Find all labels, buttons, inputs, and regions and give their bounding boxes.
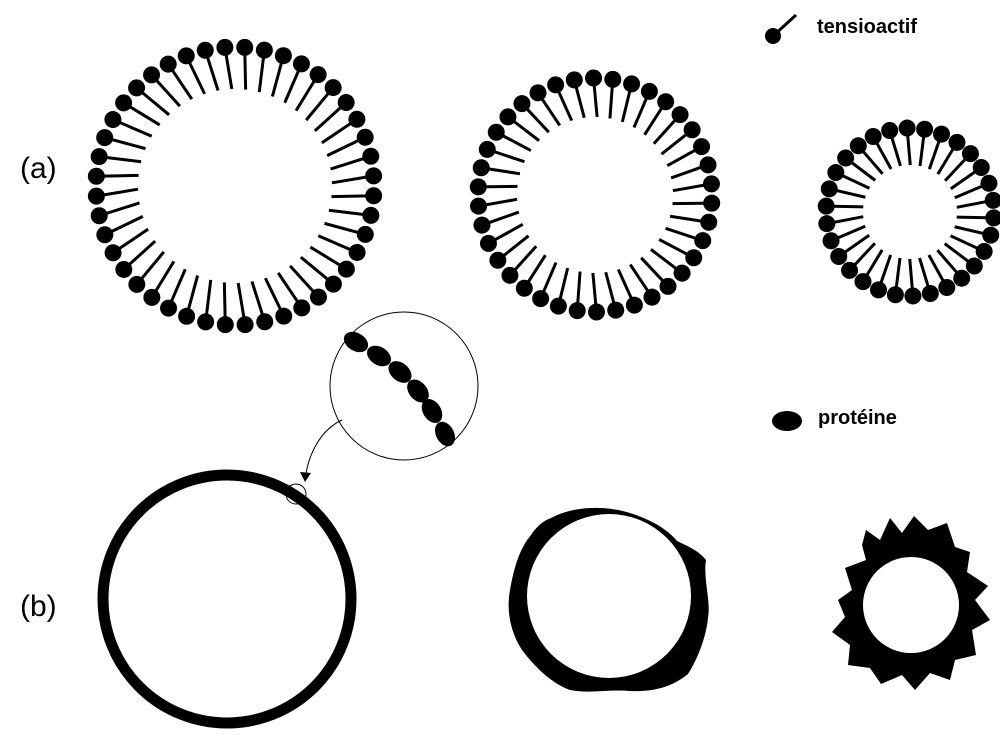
surfactant-molecule (329, 207, 379, 224)
protein-legend-label: protéine (818, 407, 897, 430)
surfactant-molecule (841, 243, 875, 279)
surfactant-molecule (331, 187, 382, 204)
surfactant-molecule (197, 280, 214, 330)
legend (765, 15, 802, 431)
surfactant-molecule (332, 167, 382, 184)
surfactant-molecule (585, 70, 602, 118)
surfactant-molecule (217, 282, 234, 333)
surfactant-molecule (178, 276, 198, 325)
surfactant-molecule (670, 214, 717, 231)
surfactant-molecule (96, 129, 145, 149)
row-b-label: (b) (20, 590, 57, 624)
surfactant-bubbles-row (88, 39, 1000, 333)
surfactant-molecule (115, 94, 160, 125)
small-surfactant-bubble (818, 120, 1000, 305)
surfactant-molecule (916, 121, 933, 166)
surfactant-molecule (569, 272, 586, 320)
surfactant-molecule (899, 120, 916, 165)
surfactant-molecule (470, 198, 517, 215)
protein-bubbles-row (103, 475, 990, 723)
medium-surfactant-bubble (470, 70, 720, 321)
large-protein-bubble (103, 475, 351, 723)
surfactant-molecule (88, 188, 138, 205)
protein-legend-icon (772, 411, 802, 431)
zoom-arrow-head (300, 472, 311, 482)
surfactant-molecule (216, 39, 233, 89)
row-a-label: (a) (20, 152, 57, 186)
surfactant-molecule (236, 39, 253, 90)
surfactant-molecule (945, 145, 979, 181)
surfactant-molecule (470, 178, 518, 195)
surfactant-molecule (957, 209, 1000, 226)
surfactant-molecule (88, 168, 139, 185)
surfactant-molecule (622, 75, 640, 122)
small-protein-bubble (832, 516, 990, 690)
large-surfactant-bubble (88, 39, 382, 333)
surfactant-molecule (296, 66, 327, 111)
surfactant-molecule (881, 122, 900, 166)
surfactant-molecule (272, 47, 292, 96)
surfactant-molecule (588, 273, 605, 321)
surfactant-molecule (604, 71, 621, 119)
surfactant-legend-label: tensioactif (817, 16, 917, 39)
surfactant-molecule (887, 258, 904, 303)
surfactant-molecule (920, 258, 939, 302)
zoom-arrow (305, 420, 342, 480)
surfactant-molecule (904, 259, 921, 304)
surfactant-molecule (310, 247, 355, 278)
zoom-inset (286, 312, 478, 504)
surfactant-molecule (256, 42, 273, 92)
surfactant-molecule (237, 283, 254, 333)
surfactant-molecule (91, 148, 141, 165)
surfactant-molecule (473, 159, 520, 176)
surfactant-molecule (673, 175, 720, 192)
surfactant-molecule (325, 223, 374, 243)
medium-protein-bubble (509, 508, 709, 692)
surfactant-molecule (143, 261, 174, 306)
surfactant-molecule (673, 195, 721, 212)
surfactant-molecule (818, 198, 864, 215)
surfactant-legend-head (765, 28, 781, 44)
surfactant-molecule (550, 268, 568, 315)
